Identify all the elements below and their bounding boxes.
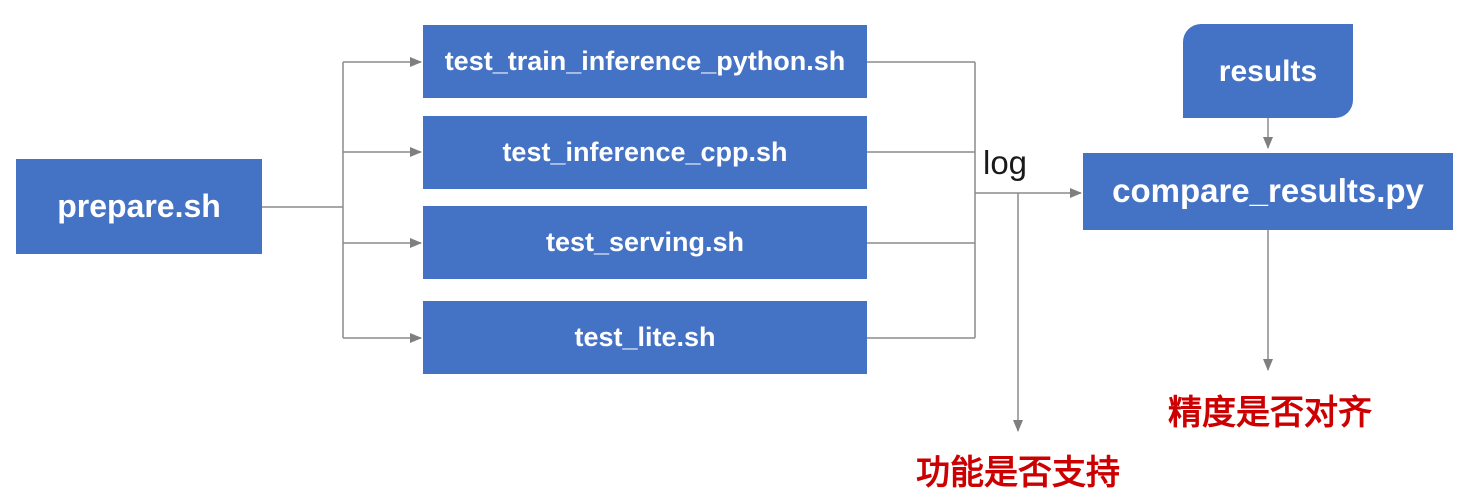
node-results-label: results	[1218, 54, 1318, 88]
node-test-train-inference-python-sh-label: test_train_inference_python.sh	[444, 45, 846, 76]
node-test-inference-cpp-sh: test_inference_cpp.sh	[423, 116, 867, 189]
node-prepare-sh: prepare.sh	[16, 159, 262, 254]
annotation-precision-alignment: 精度是否对齐	[1168, 394, 1372, 432]
node-test-inference-cpp-sh-label: test_inference_cpp.sh	[502, 136, 788, 167]
edge-label-log: log	[983, 144, 1028, 181]
node-results: results	[1183, 24, 1353, 118]
node-compare-results-py-label: compare_results.py	[1112, 172, 1424, 210]
node-compare-results-py: compare_results.py	[1083, 153, 1453, 230]
node-test-train-inference-python-sh: test_train_inference_python.sh	[423, 25, 867, 98]
node-prepare-sh-label: prepare.sh	[57, 187, 221, 224]
annotation-function-support: 功能是否支持	[916, 454, 1120, 492]
node-test-serving-sh: test_serving.sh	[423, 206, 867, 279]
node-test-lite-sh: test_lite.sh	[423, 301, 867, 374]
node-test-lite-sh-label: test_lite.sh	[574, 321, 716, 352]
node-test-serving-sh-label: test_serving.sh	[545, 226, 745, 257]
